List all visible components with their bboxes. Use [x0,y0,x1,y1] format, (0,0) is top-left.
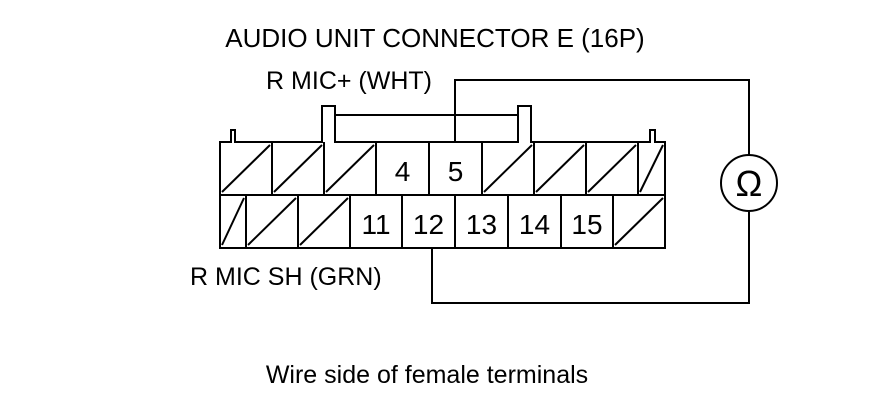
unused-terminal-slash [587,144,637,193]
ohm-symbol: Ω [736,163,763,204]
unused-terminal-slash [221,144,271,193]
terminal-row-bottom: 11 12 13 14 15 [221,195,664,248]
unused-terminal-slash [247,197,297,246]
terminal-13: 13 [466,209,497,240]
diagram-caption: Wire side of female terminals [266,361,588,389]
diagram-title: AUDIO UNIT CONNECTOR E (16P) [225,23,644,53]
ohmmeter-icon: Ω [720,154,778,212]
terminal-12: 12 [413,209,444,240]
terminal-4: 4 [395,156,411,187]
unused-terminal-slash [221,197,245,246]
unused-terminal-slash [614,197,664,246]
test-lead-wire [431,79,750,304]
unused-terminal-slash [299,197,349,246]
terminal-15: 15 [571,209,602,240]
terminal-14: 14 [519,209,550,240]
wire-label-r-mic-plus: R MIC+ (WHT) [266,67,432,95]
unused-terminal-slash [639,144,664,193]
unused-terminal-slash [535,144,585,193]
connector-housing [219,105,666,249]
wire-label-r-mic-sh: R MIC SH (GRN) [190,263,382,291]
unused-terminal-slash [273,144,323,193]
unused-terminal-slash [325,144,375,193]
terminal-5: 5 [448,156,464,187]
terminal-11: 11 [361,209,390,240]
unused-terminal-slash [483,144,533,193]
